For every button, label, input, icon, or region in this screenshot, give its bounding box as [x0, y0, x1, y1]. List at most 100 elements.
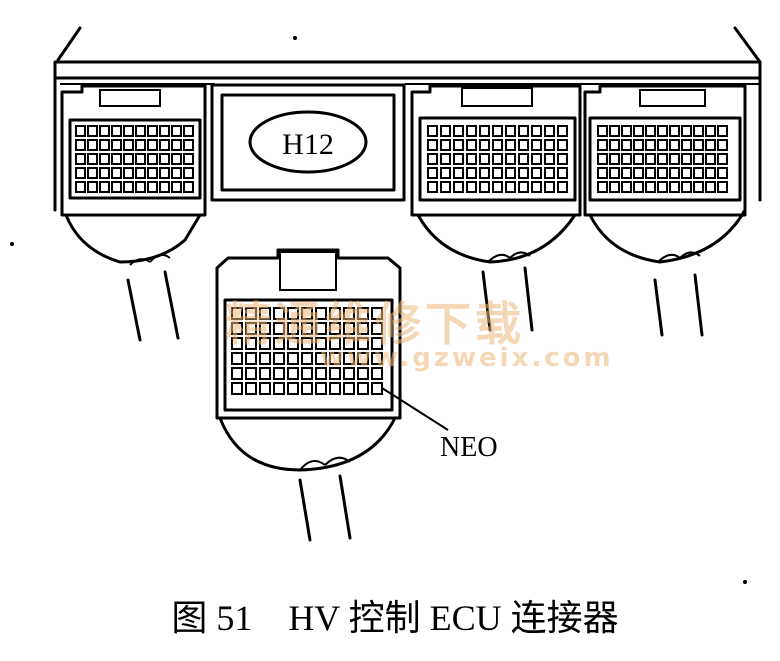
connector-pin [87, 125, 98, 137]
watermark-cn: 精通维修下载 [225, 297, 525, 351]
connector-pin [557, 181, 568, 193]
connector-pin [135, 167, 146, 179]
connector-pin [453, 139, 464, 151]
connector-pin [492, 139, 503, 151]
connector-pin [357, 382, 369, 395]
connector-pin [681, 167, 692, 179]
connector-pin [531, 139, 542, 151]
connector-pin [597, 167, 608, 179]
connector-pin [609, 139, 620, 151]
connector-pin [544, 181, 555, 193]
connector-pin [287, 337, 299, 350]
connector-pin [329, 352, 341, 365]
connector-pin [329, 322, 341, 335]
connector-pin [544, 153, 555, 165]
connector-pin [135, 181, 146, 193]
connector-pin [147, 139, 158, 151]
connector-pin [669, 167, 680, 179]
connector-pin [621, 181, 632, 193]
connector-pin [544, 167, 555, 179]
connector-pin [123, 139, 134, 151]
speck [293, 36, 297, 40]
connector-pin [315, 367, 327, 380]
connector-pin [123, 167, 134, 179]
connector-pin [645, 139, 656, 151]
connector-pin [75, 181, 86, 193]
connector-pin [315, 382, 327, 395]
connector-pin [645, 125, 656, 137]
connector-pin [518, 167, 529, 179]
connector-pin [273, 352, 285, 365]
connector-pin [609, 181, 620, 193]
connector-pin [717, 181, 728, 193]
connector-pin [357, 337, 369, 350]
connector-pin [231, 322, 243, 335]
connector-pin [287, 322, 299, 335]
connector-pin [343, 337, 355, 350]
connector-pin [159, 139, 170, 151]
connector-pin [453, 181, 464, 193]
connector-pin [231, 337, 243, 350]
connector-pin [633, 125, 644, 137]
connector-pin [343, 307, 355, 320]
connector-pin [440, 153, 451, 165]
connector-pin [633, 167, 644, 179]
connector-pin [505, 153, 516, 165]
connector-pin [75, 139, 86, 151]
connector-pin [717, 153, 728, 165]
connector-pin [440, 167, 451, 179]
connector-pin [259, 352, 271, 365]
connector-pin [645, 181, 656, 193]
connector-pin [427, 139, 438, 151]
connector-pin [231, 307, 243, 320]
speck [10, 242, 14, 246]
connector-pin [705, 125, 716, 137]
connector-pin [693, 181, 704, 193]
connector-pin [609, 167, 620, 179]
connector-pin [681, 153, 692, 165]
connector-pin [159, 153, 170, 165]
connector-pin [492, 167, 503, 179]
connector-pin [329, 307, 341, 320]
connector-pin [427, 125, 438, 137]
connector-pin [329, 367, 341, 380]
connector-pin [329, 337, 341, 350]
connector-pin [245, 382, 257, 395]
connector-pin [245, 352, 257, 365]
connector-pin [645, 153, 656, 165]
connector-pin [705, 181, 716, 193]
connector-pin [717, 167, 728, 179]
connector-pin [518, 125, 529, 137]
connector-pin [621, 167, 632, 179]
connector-pin [111, 139, 122, 151]
connector-pin [466, 153, 477, 165]
connector-pin [273, 382, 285, 395]
connector-pin [259, 322, 271, 335]
connector-pin [505, 167, 516, 179]
connector-pin [479, 125, 490, 137]
connector-pin [557, 139, 568, 151]
connector-pin [371, 337, 383, 350]
connector-pin [466, 125, 477, 137]
connector-pin [621, 125, 632, 137]
connector-pin [479, 181, 490, 193]
connector-pin [693, 153, 704, 165]
neo-label: NEO [440, 432, 498, 463]
connector-pin [621, 139, 632, 151]
connector-pin [492, 125, 503, 137]
connector-pin [99, 125, 110, 137]
connector-pin [717, 139, 728, 151]
connector-pin [123, 181, 134, 193]
connector-pin [505, 125, 516, 137]
connector-pin [343, 352, 355, 365]
connector-pin [557, 153, 568, 165]
connector-pin [669, 153, 680, 165]
connector-right-pins [597, 125, 728, 193]
connector-pin [183, 125, 194, 137]
connector-pin [531, 125, 542, 137]
connector-pin [183, 181, 194, 193]
connector-pin [75, 167, 86, 179]
connector-pin [518, 139, 529, 151]
connector-mid-pins [427, 125, 568, 193]
